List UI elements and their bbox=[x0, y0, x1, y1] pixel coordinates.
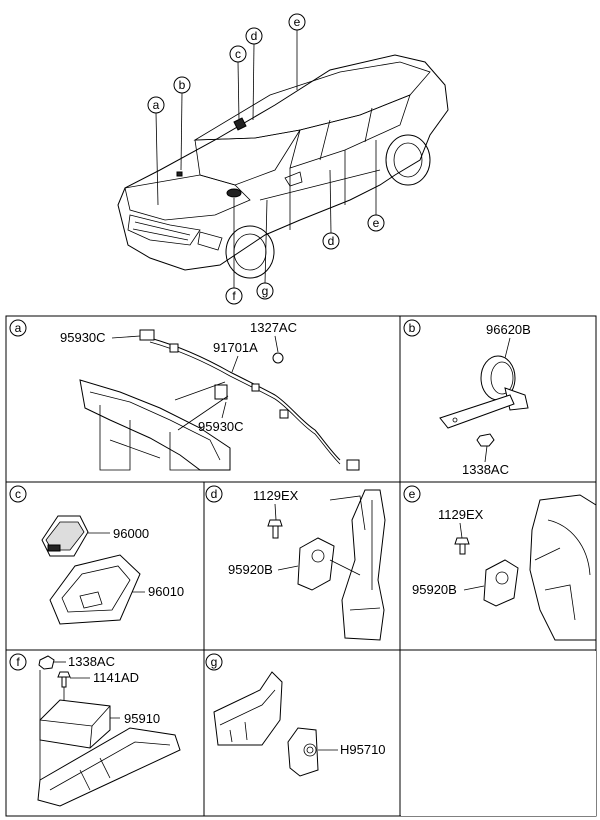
part-label-96010: 96010 bbox=[148, 584, 184, 599]
part-label-95930c-top: 95930C bbox=[60, 330, 106, 345]
panel-g: g H95710 bbox=[205, 653, 386, 777]
part-label-1129ex-e: 1129EX bbox=[438, 507, 484, 522]
panel-f: f 1338AC 1141AD 95910 bbox=[9, 653, 181, 807]
car-illustration bbox=[117, 54, 449, 279]
car-callout-b: b bbox=[173, 76, 191, 94]
part-label-91701a: 91701A bbox=[213, 340, 258, 355]
svg-text:c: c bbox=[15, 487, 21, 501]
svg-text:a: a bbox=[153, 98, 160, 112]
panel-grid bbox=[5, 315, 597, 817]
part-label-1141ad: 1141AD bbox=[93, 670, 139, 685]
svg-text:f: f bbox=[232, 289, 236, 303]
part-label-95920b-e: 95920B bbox=[412, 582, 457, 597]
part-label-95930c-bottom: 95930C bbox=[198, 419, 244, 434]
car-callout-g: g bbox=[256, 282, 274, 300]
svg-text:b: b bbox=[409, 321, 416, 335]
panel-d: d 1129EX 95920B bbox=[205, 485, 386, 641]
svg-text:d: d bbox=[211, 487, 218, 501]
part-label-95920b-d: 95920B bbox=[228, 562, 273, 577]
svg-text:c: c bbox=[235, 47, 241, 61]
svg-text:b: b bbox=[179, 78, 186, 92]
car-callout-c: c bbox=[229, 45, 247, 63]
svg-text:g: g bbox=[262, 284, 269, 298]
car-callout-e-top: e bbox=[288, 13, 306, 31]
svg-text:e: e bbox=[294, 15, 301, 29]
car-callout-f: f bbox=[225, 287, 243, 305]
car-callout-a: a bbox=[147, 96, 165, 114]
svg-text:e: e bbox=[373, 216, 380, 230]
part-label-96620b: 96620B bbox=[486, 322, 531, 337]
car-callout-d-top: d bbox=[245, 27, 263, 45]
part-label-1338ac-f: 1338AC bbox=[68, 654, 115, 669]
car-leader-lines bbox=[155, 30, 377, 288]
svg-text:e: e bbox=[409, 487, 416, 501]
svg-text:d: d bbox=[251, 29, 258, 43]
svg-text:f: f bbox=[16, 655, 20, 669]
car-callout-d-side: d bbox=[322, 232, 340, 250]
svg-text:g: g bbox=[211, 655, 218, 669]
part-label-95910: 95910 bbox=[124, 711, 160, 726]
part-label-h95710: H95710 bbox=[340, 742, 386, 757]
panel-e: e 1129EX 95920B bbox=[403, 485, 597, 641]
car-callout-e-side: e bbox=[367, 214, 385, 232]
panel-b: b 96620B 1338AC bbox=[403, 319, 531, 477]
svg-text:a: a bbox=[15, 321, 22, 335]
panel-a: a 95930C 91701A 1327AC 95930C bbox=[9, 319, 360, 471]
panel-c: c 96000 96010 bbox=[9, 485, 184, 625]
svg-text:d: d bbox=[328, 234, 335, 248]
part-label-1129ex-d: 1129EX bbox=[253, 488, 299, 503]
part-label-1327ac: 1327AC bbox=[250, 320, 297, 335]
part-label-1338ac-b: 1338AC bbox=[462, 462, 509, 477]
part-label-96000: 96000 bbox=[113, 526, 149, 541]
